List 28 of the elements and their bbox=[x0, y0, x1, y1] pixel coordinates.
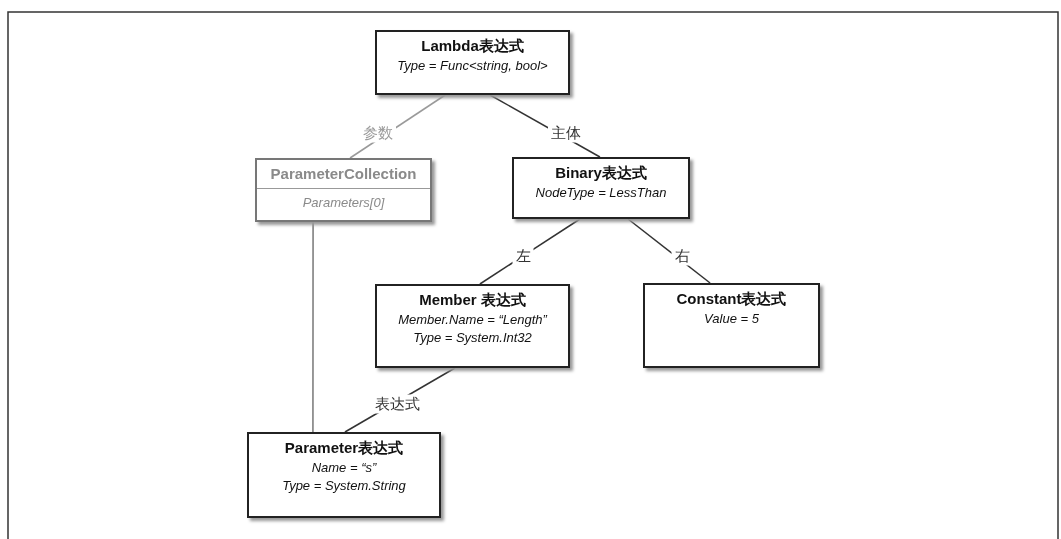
edge-label: 主体 bbox=[548, 123, 584, 143]
node-title: Lambda表达式 bbox=[421, 37, 524, 56]
edge-label: 左 bbox=[512, 246, 534, 266]
property-text: Type = System.Int32 bbox=[413, 330, 532, 345]
expression-box bbox=[512, 157, 690, 219]
expression-box bbox=[375, 30, 570, 95]
property-text: Name = “s” bbox=[311, 460, 377, 475]
node-title: Constant表达式 bbox=[676, 290, 787, 309]
edge-label: 表达式 bbox=[371, 394, 423, 414]
property-text: Type = System.String bbox=[282, 478, 406, 493]
node-title: Parameter表达式 bbox=[284, 439, 404, 458]
node-title: Binary表达式 bbox=[555, 164, 647, 183]
property-text: Value = 5 bbox=[704, 311, 759, 326]
node-title: Member 表达式 bbox=[419, 291, 526, 310]
edge-label: 右 bbox=[671, 246, 693, 266]
connector-line bbox=[479, 218, 581, 285]
expression-box bbox=[643, 283, 820, 368]
property-text: Type = Func<string, bool> bbox=[397, 58, 548, 73]
expression-box bbox=[375, 284, 570, 368]
connector-line bbox=[627, 218, 711, 284]
property-text: Member.Name = “Length” bbox=[398, 312, 547, 327]
expression-box bbox=[255, 158, 432, 222]
expression-box bbox=[247, 432, 441, 518]
property-text: NodeType = LessThan bbox=[535, 185, 667, 200]
node-title: ParameterCollection bbox=[270, 165, 417, 182]
edge-label: 参数 bbox=[360, 123, 396, 143]
connector-line bbox=[312, 221, 314, 433]
property-text: Parameters[0] bbox=[302, 195, 385, 210]
